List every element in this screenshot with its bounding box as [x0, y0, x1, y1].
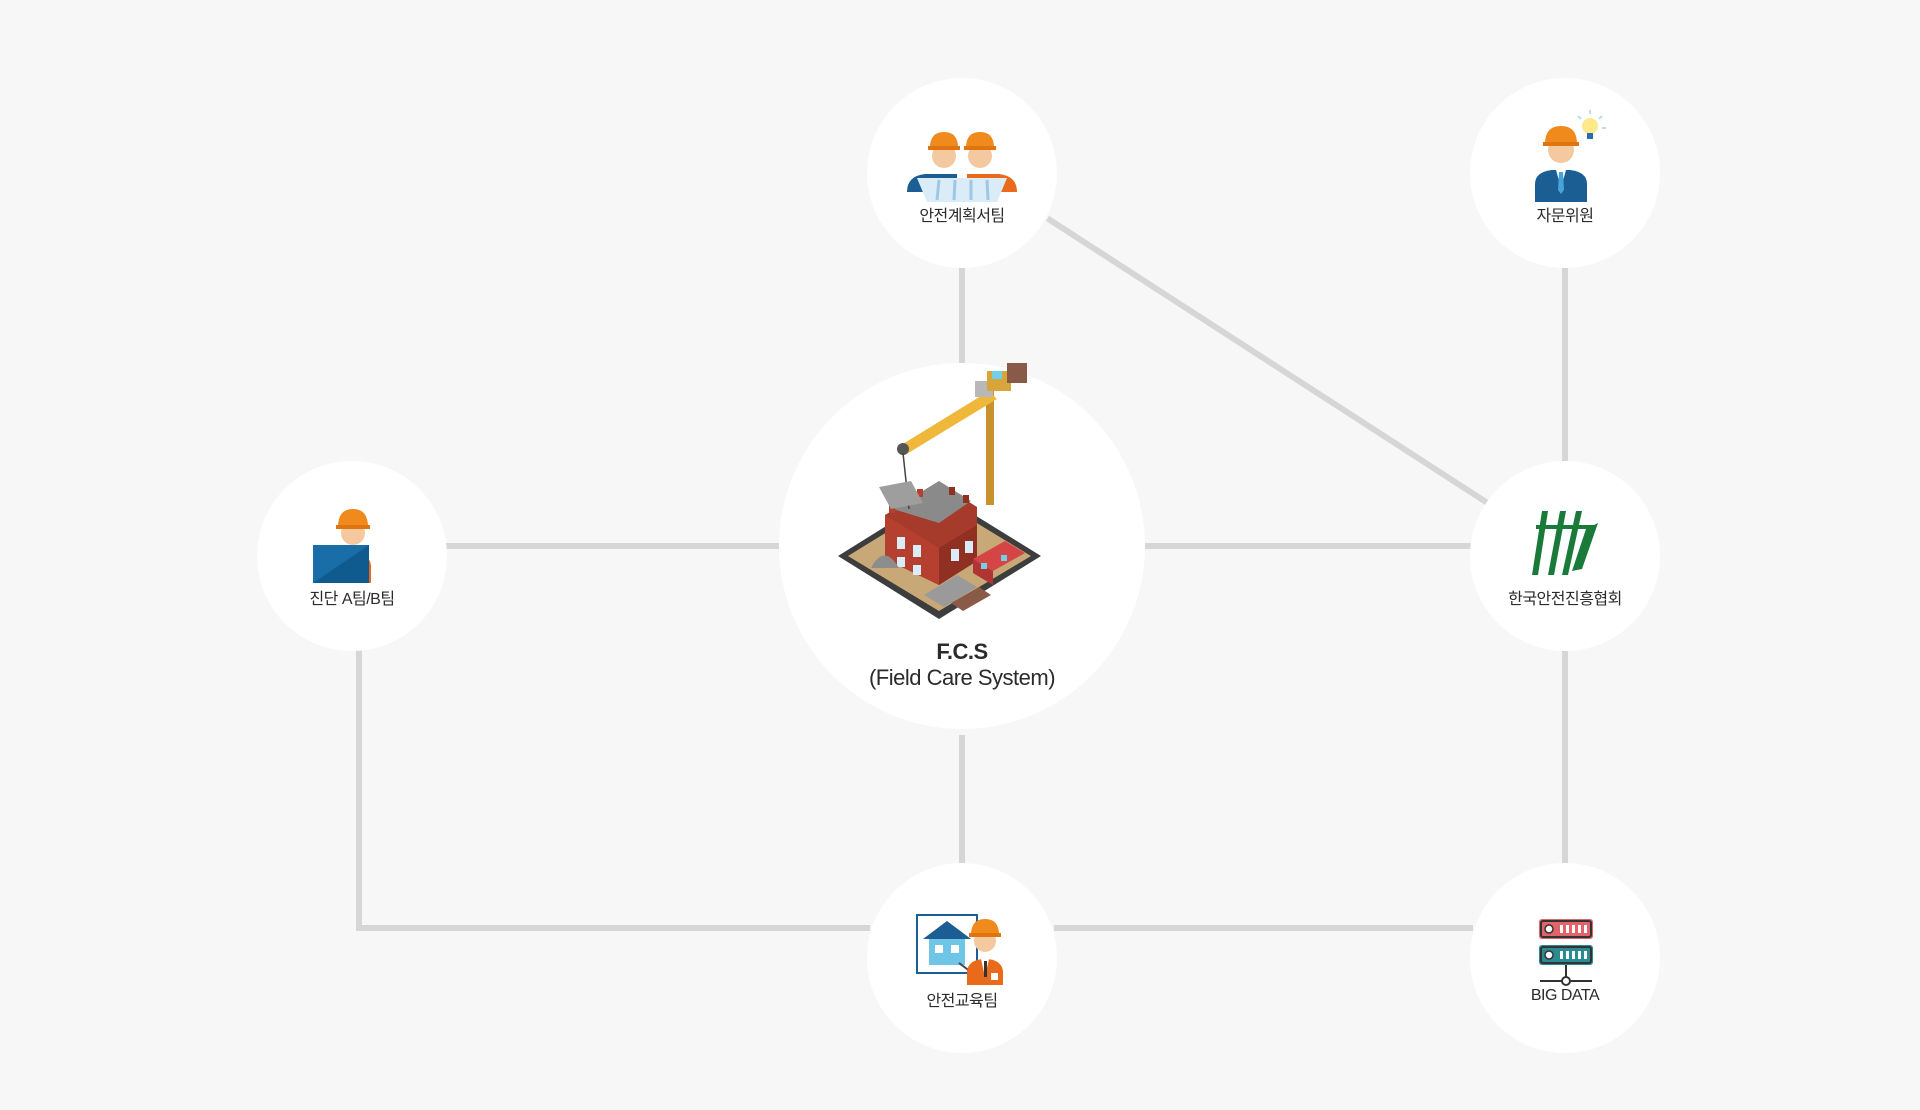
- center-subtitle: (Field Care System): [868, 665, 1056, 690]
- node-center-fcs: F.C.S (Field Care System): [779, 363, 1145, 729]
- node-label-diagnosis: 진단 A팀/B팀: [309, 591, 395, 608]
- connector-planning-association: [1045, 215, 1491, 507]
- center-title: F.C.S: [936, 639, 988, 664]
- association-logo-icon: [1532, 511, 1598, 575]
- node-label-education: 안전교육팀: [926, 993, 998, 1010]
- node-big-data: BIG DATA: [1470, 863, 1660, 1053]
- advisor-idea-icon: [1535, 110, 1606, 202]
- server-database-icon: [1539, 919, 1593, 986]
- node-education-team: 안전교육팀: [867, 863, 1057, 1053]
- construction-site-icon: [838, 363, 1041, 619]
- worker-laptop-icon: [313, 509, 371, 583]
- safety-instructor-icon: [916, 914, 1003, 985]
- node-label-association: 한국안전진흥협회: [1508, 591, 1622, 608]
- node-label-advisory: 자문위원: [1536, 208, 1594, 225]
- engineers-blueprint-icon: [907, 132, 1017, 202]
- node-label-bigdata: BIG DATA: [1530, 987, 1600, 1004]
- node-association: 한국안전진흥협회: [1470, 461, 1660, 651]
- node-label-planning: 안전계획서팀: [919, 208, 1005, 225]
- node-planning-team: 안전계획서팀: [867, 78, 1057, 268]
- node-diagnosis-team: 진단 A팀/B팀: [257, 461, 447, 651]
- connectors: [356, 215, 1568, 931]
- connector-diagnosis-education: [356, 648, 870, 931]
- node-advisory: 자문위원: [1470, 78, 1660, 268]
